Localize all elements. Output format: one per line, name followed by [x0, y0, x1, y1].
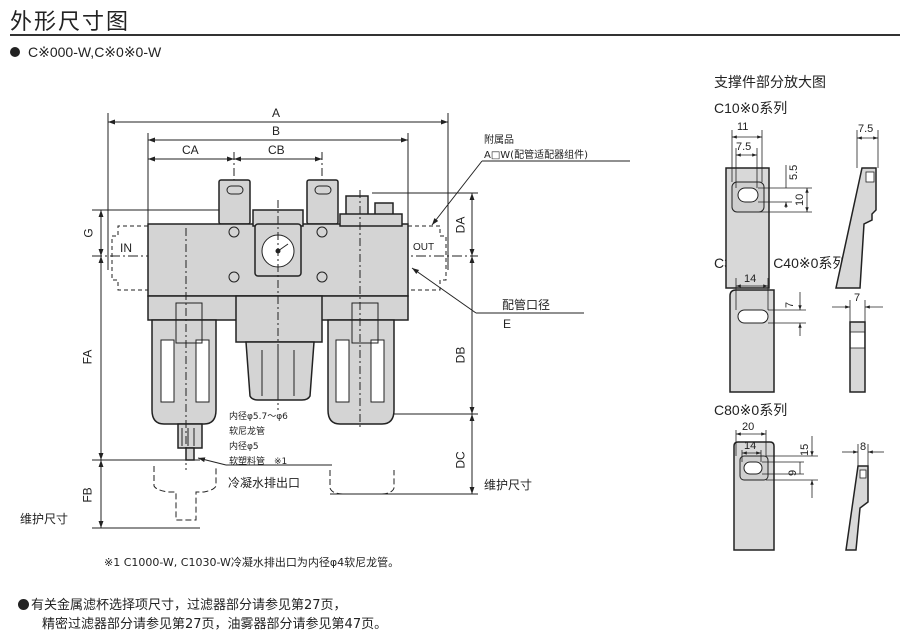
c10-dim-11: 11 [737, 121, 748, 133]
c80-dim-9: 9 [787, 470, 799, 476]
dim-label-dc: DC [453, 451, 468, 469]
dim-label-e: E [503, 317, 512, 331]
page-title: 外形尺寸图 [10, 10, 131, 35]
maintenance-label-right: 维护尺寸 [484, 478, 533, 492]
reference-notes: 有关金属滤杯选择项尺寸，过滤器部分请参见第27页， 精密过滤器部分请参见第27页… [18, 596, 387, 634]
c80-dim-15: 15 [799, 444, 811, 456]
drain-tube-line: 内径φ5.7～φ6 [229, 412, 288, 422]
reference-note-line1: 有关金属滤杯选择项尺寸，过滤器部分请参见第27页， [31, 598, 347, 613]
maintenance-label-left: 维护尺寸 [20, 512, 69, 526]
bullet-icon [10, 47, 20, 58]
c10-side-dim-7-5: 7.5 [858, 123, 873, 135]
accessory-part-label: A□W(配管适配器组件) [484, 150, 588, 161]
footnote: ※1 C1000-W, C1030-W冷凝水排出口为内径φ4软尼龙管。 [104, 556, 400, 569]
drain-tube-line: 软尼龙管 [229, 427, 266, 437]
dim-label-fa: FA [80, 349, 95, 365]
port-out-label: OUT [413, 242, 435, 253]
dim-label-da: DA [453, 216, 468, 234]
dim-label-db: DB [453, 346, 468, 364]
bullet-icon [18, 599, 29, 610]
series-c80-title: C80※0系列 [714, 402, 788, 418]
c80-dim-14: 14 [744, 440, 756, 452]
drain-tube-spec: 内径φ5.7～φ6 软尼龙管 内径φ5 软塑料管 ※1 [229, 410, 288, 470]
dim-label-cb: CB [268, 143, 285, 157]
dim-label-a: A [272, 106, 281, 120]
c10-dim-10: 10 [794, 194, 806, 206]
series-c10-title: C10※0系列 [714, 100, 788, 116]
bracket-detail-title: 支撑件部分放大图 [714, 75, 826, 91]
dim-label-g: G [81, 228, 96, 238]
c80-side-dim-8: 8 [860, 441, 866, 453]
model-subtitle: C※000-W,C※0※0-W [10, 44, 161, 61]
model-subtitle-text: C※000-W,C※0※0-W [28, 44, 162, 60]
c30-dim-7: 7 [784, 302, 796, 308]
drain-tube-line: 内径φ5 [229, 442, 259, 452]
c80-dim-20: 20 [742, 421, 754, 433]
drain-outlet-label: 冷凝水排出口 [228, 476, 301, 490]
dim-label-fb: FB [80, 487, 95, 503]
c10-dim-5-5: 5.5 [788, 165, 800, 180]
c10-dim-7-5: 7.5 [736, 141, 751, 153]
dim-label-ca: CA [182, 143, 199, 157]
title-divider [10, 34, 900, 36]
port-in-label: IN [120, 241, 132, 255]
c30-dim-14: 14 [744, 273, 756, 285]
c30-side-dim-7: 7 [854, 292, 860, 304]
drain-tube-line: 软塑料管 ※1 [229, 457, 288, 467]
port-size-label: 配管口径 [502, 298, 551, 312]
reference-note-line2: 精密过滤器部分请参见第27页，油雾器部分请参见第47页。 [42, 617, 388, 632]
accessory-label: 附属品 [484, 135, 514, 146]
dim-label-b: B [272, 124, 281, 138]
bracket-detail-drawings: 11 7.5 5.5 10 7.5 14 7 7 [725, 121, 884, 551]
